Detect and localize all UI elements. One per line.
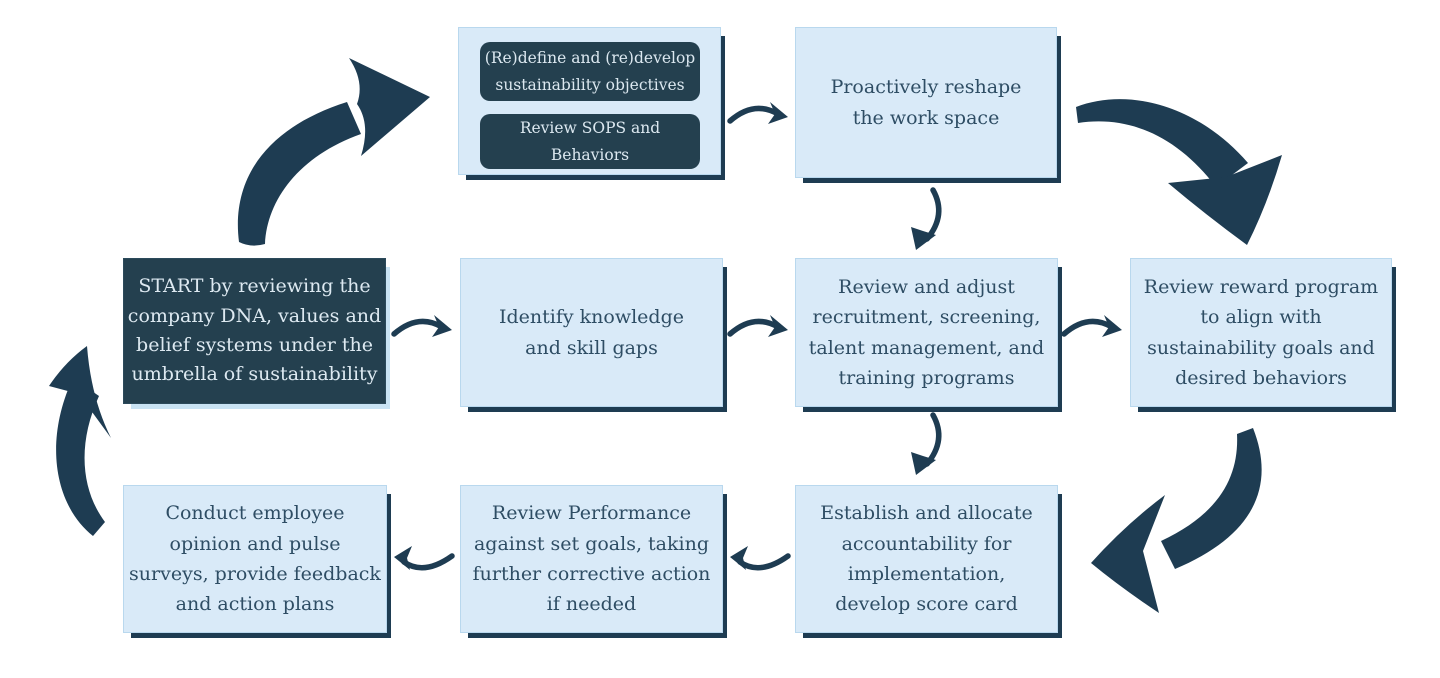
- curved-arrow-up-right-icon: [225, 52, 437, 248]
- flow-box-objectives-group: (Re)define and (re)develop sustainabilit…: [458, 27, 721, 175]
- employee-surveys-label: Conduct employee opinion and pulse surve…: [129, 502, 381, 616]
- arrow-right-icon: [390, 303, 456, 351]
- flow-box-review-sops: Review SOPS and Behaviors: [480, 114, 700, 169]
- flow-box-accountability: Establish and allocate accountability fo…: [795, 485, 1058, 633]
- flow-box-review-performance: Review Performance against set goals, ta…: [460, 485, 723, 633]
- review-sops-label: Review SOPS and Behaviors: [519, 119, 661, 164]
- flow-box-reshape-workspace: Proactively reshape the work space: [795, 27, 1057, 178]
- reward-program-label: Review reward program to align with sust…: [1143, 275, 1379, 389]
- flow-box-redefine-objectives: (Re)define and (re)develop sustainabilit…: [480, 42, 700, 101]
- flow-box-identify-gaps: Identify knowledge and skill gaps: [460, 258, 723, 407]
- review-performance-label: Review Performance against set goals, ta…: [472, 502, 711, 616]
- arrow-left-icon: [726, 536, 792, 584]
- flow-box-employee-surveys: Conduct employee opinion and pulse surve…: [123, 485, 387, 633]
- curved-arrow-up-icon: [35, 338, 150, 550]
- identify-gaps-label: Identify knowledge and skill gaps: [498, 306, 684, 359]
- curved-arrow-down-left-icon: [1085, 425, 1300, 620]
- recruitment-label: Review and adjust recruitment, screening…: [808, 275, 1045, 389]
- arrow-down-icon: [903, 410, 953, 480]
- arrow-right-icon: [726, 90, 792, 138]
- flow-box-recruitment: Review and adjust recruitment, screening…: [795, 258, 1058, 407]
- arrow-right-icon: [726, 303, 792, 351]
- arrow-left-icon: [390, 536, 456, 584]
- accountability-label: Establish and allocate accountability fo…: [820, 502, 1033, 616]
- flow-box-reward-program: Review reward program to align with sust…: [1130, 258, 1392, 407]
- start-label: START by reviewing the company DNA, valu…: [127, 275, 382, 386]
- reshape-workspace-label: Proactively reshape the work space: [830, 76, 1022, 129]
- redefine-objectives-label: (Re)define and (re)develop sustainabilit…: [484, 49, 696, 94]
- curved-arrow-down-right-icon: [1068, 85, 1293, 275]
- arrow-right-icon: [1060, 303, 1126, 351]
- arrow-down-icon: [903, 185, 953, 255]
- flow-box-start: START by reviewing the company DNA, valu…: [123, 258, 386, 404]
